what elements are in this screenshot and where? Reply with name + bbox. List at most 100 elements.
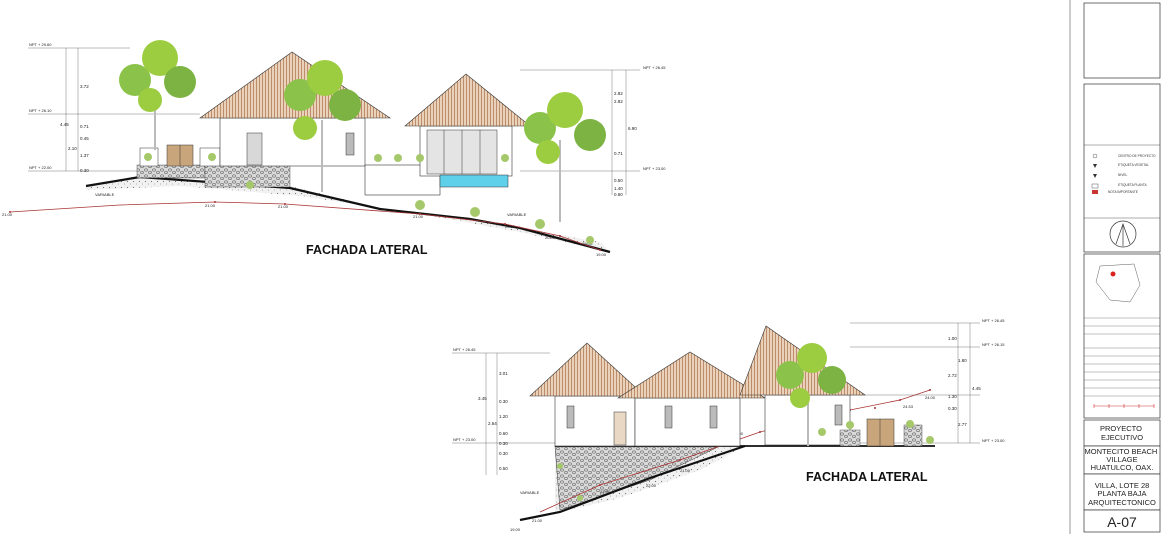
ground-line: [519, 444, 746, 522]
dimension-text: 0.60: [614, 192, 623, 197]
variable-label: VARIABLE: [507, 212, 527, 217]
level-label: NPT + 26.10: [29, 108, 52, 113]
north-arrow-icon: [1109, 220, 1137, 248]
elevation-drawing-2: NPT + 26.45 NPT + 23.00 3.01 3.45 0.30 1…: [452, 318, 1005, 532]
tree: [776, 343, 846, 446]
thatched-roof: [616, 351, 767, 399]
level-label: NPT + 23.00: [453, 437, 476, 442]
info-lines: [1084, 317, 1160, 397]
dimension-text: 0.50: [499, 466, 508, 471]
level-label: NPT + 22.00: [29, 165, 52, 170]
dimension-text: 2.82: [614, 99, 623, 104]
stone-base: [903, 424, 923, 447]
terrain-level: 19.00: [582, 241, 593, 246]
thatched-roof: [404, 73, 531, 127]
window: [834, 404, 843, 426]
dimension-text: 0.30: [80, 168, 89, 173]
variable-label: VARIABLE: [95, 192, 115, 197]
legend-row: NOTA IMPORTANTE: [1108, 190, 1138, 194]
sheet-code-panel: [1083, 509, 1161, 533]
title-block: CENTRO DE PROYECTO ETIQUETA VEGETAL NIVE…: [1069, 0, 1164, 534]
dimension-text: 1.00: [948, 336, 957, 341]
dimension-text: 2.77: [958, 422, 967, 427]
level-label: NPT + 26.15: [982, 342, 1005, 347]
elevation-drawing-1: NPT + 29.60 NPT + 26.10 NPT + 22.00 3.72…: [2, 40, 666, 257]
project-name-panel: [1083, 445, 1161, 475]
dimension-text: 0.60: [499, 431, 508, 436]
dimension-text: 2.64: [488, 421, 497, 426]
tree: [284, 60, 361, 192]
terrain-level: 21.00: [413, 214, 424, 219]
level-label: NPT + 26.45: [643, 65, 666, 70]
terrain-level: 21.00: [278, 204, 289, 209]
terrain-level: 19.00: [510, 527, 521, 532]
level-markers-right: NPT + 26.45 NPT + 23.00 2.82 2.82 0.71 0…: [520, 65, 666, 197]
terrain-level: 20.00: [505, 224, 516, 229]
legend-row: ETIQUETA VEGETAL: [1118, 163, 1149, 167]
stone-base: [839, 429, 861, 447]
window: [709, 405, 718, 429]
drawing-desc: ARQUITECTONICO: [1088, 498, 1156, 507]
project-location: HUATULCO, OAX.: [1091, 463, 1154, 472]
terrain-level: 19.00: [596, 252, 607, 257]
dimension-text: 0.30: [499, 399, 508, 404]
drawing-title: FACHADA LATERAL: [806, 470, 928, 484]
window: [664, 405, 673, 429]
dimension-text: 0.30: [499, 451, 508, 456]
level-label: NPT + 26.45: [982, 318, 1005, 323]
sheet-code: A-07: [1107, 514, 1137, 530]
legend-row: NIVEL: [1118, 173, 1127, 177]
shrubs: [557, 420, 934, 501]
level-markers-right: NPT + 26.45 NPT + 26.15 NPT + 23.00 1.00…: [850, 318, 1005, 444]
level-label: NPT + 29.60: [29, 42, 52, 47]
terrain-level: 24.00: [925, 395, 936, 400]
thatched-roof: [529, 342, 646, 397]
dimension-text: 6.90: [628, 126, 637, 131]
shrubs: [144, 153, 594, 244]
project-name: MONTECITO BEACH VILLAGE: [1085, 447, 1160, 464]
stone-base: [136, 164, 206, 179]
dimension-text: 4.45: [972, 386, 981, 391]
ground-line: [85, 175, 611, 254]
drawing-title: FACHADA LATERAL: [306, 243, 428, 257]
site-map: [1095, 263, 1141, 303]
dimension-text: 0.45: [80, 136, 89, 141]
scale-bar: [1093, 404, 1155, 408]
title-block-panel: [1083, 2, 1161, 79]
terrain-level: 24.53: [903, 404, 914, 409]
legend-icons: [1091, 153, 1099, 194]
door: [866, 418, 895, 447]
dimension-text: 0.30: [499, 441, 508, 446]
tree: [119, 40, 196, 150]
variable-label: VARIABLE: [520, 490, 540, 495]
dimension-text: 0.50: [614, 178, 623, 183]
drawing-desc: PLANTA BAJA: [1097, 489, 1146, 498]
tree: [524, 92, 606, 222]
dimension-text: 4.45: [60, 122, 69, 127]
dimension-text: 0.71: [614, 151, 623, 156]
legend-panel: [1083, 83, 1161, 253]
dimension-text: 0.30: [948, 406, 957, 411]
dimension-text: 1.20: [499, 414, 508, 419]
level-label: NPT + 23.00: [643, 166, 666, 171]
dimension-text: 0.71: [80, 124, 89, 129]
level-markers-left: NPT + 29.60 NPT + 26.10 NPT + 22.00 3.72…: [28, 42, 200, 173]
dimension-text: 1.37: [80, 153, 89, 158]
dimension-text: 3.45: [478, 396, 487, 401]
terrain-level: 21.00: [532, 518, 543, 523]
window: [246, 132, 263, 166]
level-label: NPT + 23.00: [982, 438, 1005, 443]
terrain-level: 21.00: [680, 468, 691, 473]
terrain-level: 21.00: [600, 489, 611, 494]
terrain-points: [9, 201, 601, 251]
pavilion-wall: [634, 397, 741, 447]
dimension-text: 2.10: [68, 146, 77, 151]
level-label: NPT + 26.45: [453, 347, 476, 352]
dimension-text: 1.80: [958, 358, 967, 363]
dimension-text: 1.40: [614, 186, 623, 191]
dimension-text: 3.01: [499, 371, 508, 376]
terrain-level: 20.00: [545, 235, 556, 240]
legend-row: ETIQUETA PLANTA: [1118, 183, 1147, 187]
terrain-level: 22.00: [646, 483, 657, 488]
site-location-icon: [1110, 271, 1116, 277]
